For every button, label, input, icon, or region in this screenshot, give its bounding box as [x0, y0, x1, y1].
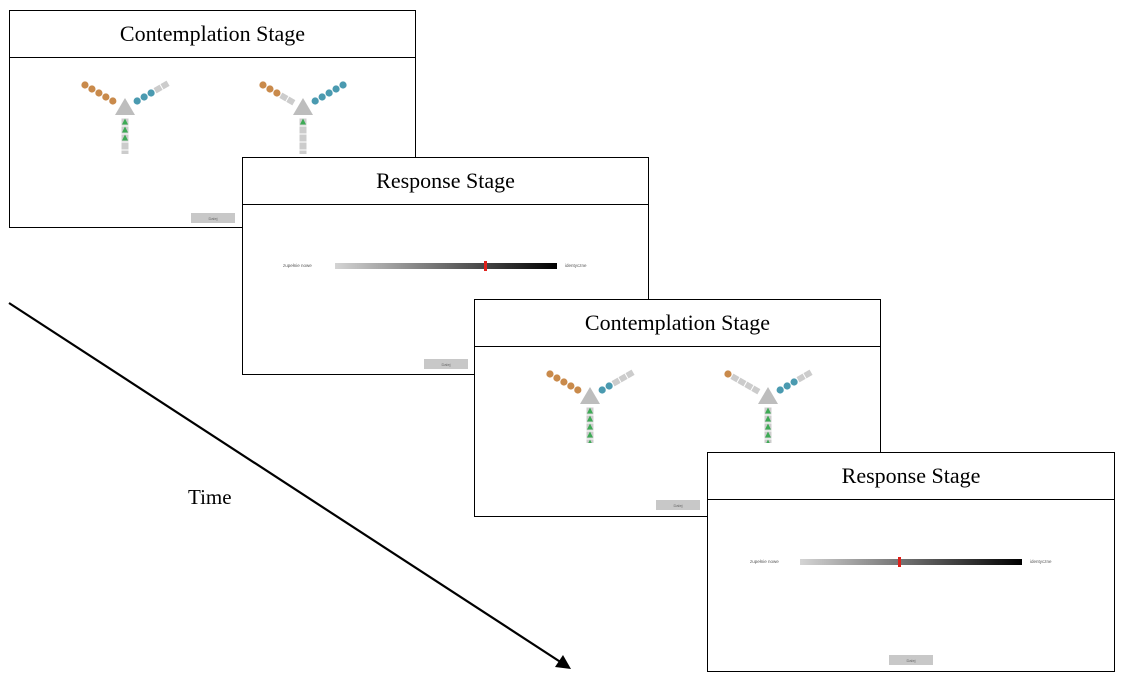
orange-circle-mark	[553, 374, 561, 382]
stimulus-glyph-right	[724, 369, 813, 443]
next-button[interactable]: Dalej	[889, 655, 933, 665]
empty-slot-mark	[751, 385, 761, 395]
slider-marker[interactable]	[898, 557, 902, 567]
blue-circle-mark	[140, 93, 148, 101]
slider-left-label: zupełnie nowe	[283, 263, 312, 268]
empty-slot-mark	[796, 373, 806, 383]
green-triangle-mark	[765, 431, 771, 438]
slider-left-label: zupełnie nowe	[750, 559, 779, 564]
next-button[interactable]: Dalej	[191, 213, 235, 223]
time-arrow-head	[555, 655, 571, 669]
contemplation-panel-1: Contemplation Stage Dalej	[9, 10, 416, 228]
green-triangle-mark	[587, 415, 593, 422]
green-triangle-mark	[122, 134, 128, 141]
green-triangle-mark	[122, 118, 128, 125]
blue-circle-mark	[318, 93, 326, 101]
stimulus-glyph-right	[259, 81, 347, 154]
center-triangle-mark	[115, 98, 135, 115]
orange-circle-mark	[560, 378, 568, 386]
panel-body: Dalej	[475, 347, 880, 516]
down-slot-mark	[121, 142, 129, 150]
blue-circle-mark	[332, 85, 340, 93]
down-slot-mark	[299, 150, 307, 154]
blue-circle-mark	[133, 97, 141, 105]
slider-marker[interactable]	[484, 261, 488, 271]
orange-circle-mark	[95, 89, 103, 97]
panel-body: zupełnie nowe identyczne Dalej	[708, 500, 1114, 671]
panel-title: Response Stage	[243, 158, 648, 205]
blue-circle-mark	[311, 97, 319, 105]
empty-slot-mark	[286, 96, 296, 106]
blue-circle-mark	[790, 378, 798, 386]
orange-circle-mark	[102, 93, 110, 101]
panel-body: Dalej	[10, 58, 415, 227]
green-triangle-mark	[587, 431, 593, 438]
similarity-slider: zupełnie nowe identyczne	[283, 261, 593, 271]
panel-title: Contemplation Stage	[475, 300, 880, 347]
orange-circle-mark	[567, 382, 575, 390]
time-arrow-line	[8, 302, 563, 664]
green-triangle-mark	[765, 423, 771, 430]
center-triangle-mark	[758, 387, 778, 404]
empty-slot-mark	[160, 80, 170, 90]
orange-circle-mark	[546, 370, 554, 378]
next-button[interactable]: Dalej	[424, 359, 468, 369]
slider-right-label: identyczne	[565, 263, 587, 268]
panel-title: Response Stage	[708, 453, 1114, 500]
empty-slot-mark	[744, 381, 754, 391]
orange-circle-mark	[574, 386, 582, 394]
slider-track[interactable]	[335, 261, 557, 271]
green-triangle-mark	[300, 118, 306, 125]
orange-circle-mark	[266, 85, 274, 93]
orange-circle-mark	[724, 370, 732, 378]
green-triangle-mark	[766, 439, 770, 443]
green-triangle-mark	[587, 407, 593, 414]
green-triangle-mark	[587, 423, 593, 430]
similarity-slider: zupełnie nowe identyczne	[750, 557, 1060, 567]
next-button[interactable]: Dalej	[656, 500, 700, 510]
center-triangle-mark	[293, 98, 313, 115]
stimulus-glyph-left	[546, 369, 635, 443]
empty-slot-mark	[618, 373, 628, 383]
green-triangle-mark	[765, 415, 771, 422]
empty-slot-mark	[625, 369, 635, 379]
stimulus-glyph-left	[81, 80, 170, 154]
down-slot-mark	[121, 150, 129, 154]
panel-body: zupełnie nowe identyczne Dalej	[243, 205, 648, 374]
empty-slot-mark	[279, 92, 289, 102]
orange-circle-mark	[81, 81, 89, 89]
green-triangle-mark	[765, 407, 771, 414]
panel-title: Contemplation Stage	[10, 11, 415, 58]
empty-slot-mark	[611, 377, 621, 387]
blue-circle-mark	[783, 382, 791, 390]
blue-circle-mark	[325, 89, 333, 97]
blue-circle-mark	[147, 89, 155, 97]
blue-circle-mark	[339, 81, 347, 89]
blue-circle-mark	[605, 382, 613, 390]
down-slot-mark	[299, 134, 307, 142]
orange-circle-mark	[109, 97, 117, 105]
empty-slot-mark	[730, 373, 740, 383]
orange-circle-mark	[273, 89, 281, 97]
empty-slot-mark	[803, 369, 813, 379]
orange-circle-mark	[88, 85, 96, 93]
slider-track[interactable]	[800, 557, 1022, 567]
blue-circle-mark	[598, 386, 606, 394]
down-slot-mark	[299, 126, 307, 134]
response-panel-2: Response Stage zupełnie nowe identyczne …	[707, 452, 1115, 672]
slider-right-label: identyczne	[1030, 559, 1052, 564]
time-label: Time	[188, 485, 232, 509]
green-triangle-mark	[122, 126, 128, 133]
blue-circle-mark	[776, 386, 784, 394]
center-triangle-mark	[580, 387, 600, 404]
empty-slot-mark	[153, 84, 163, 94]
empty-slot-mark	[737, 377, 747, 387]
down-slot-mark	[299, 142, 307, 150]
green-triangle-mark	[588, 439, 592, 443]
orange-circle-mark	[259, 81, 267, 89]
